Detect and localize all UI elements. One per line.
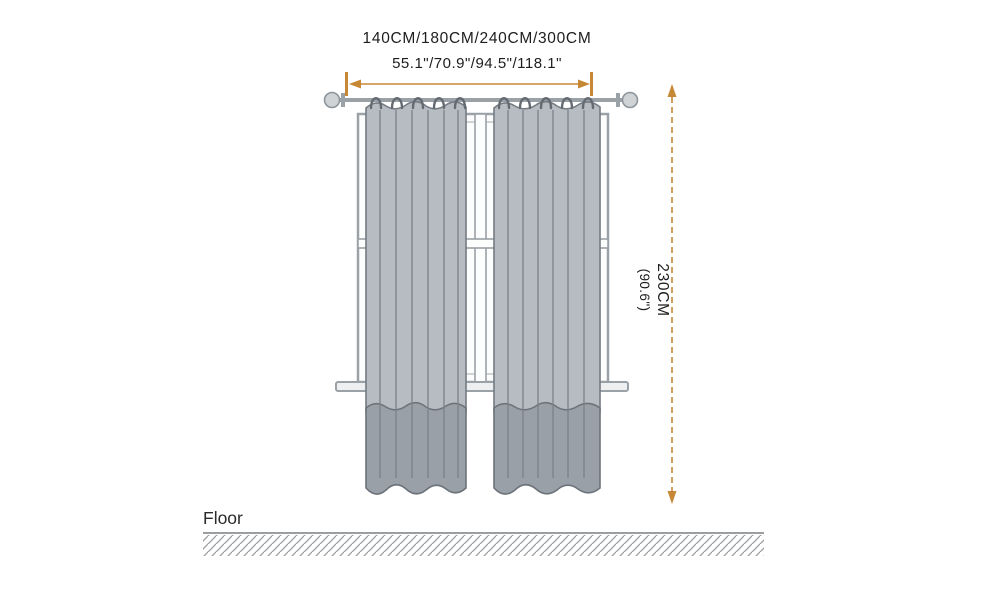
width-label-inches: 55.1"/70.9"/94.5"/118.1" — [392, 55, 562, 72]
grommet-hook-icon — [453, 97, 467, 110]
window-crossbar — [357, 238, 609, 249]
height-arrow-bottom-icon — [667, 491, 677, 504]
width-dimension: 140CM/180CM/240CM/300CM 55.1"/70.9"/94.5… — [345, 30, 593, 96]
left-curtain-panel — [365, 97, 467, 495]
width-arrow-right-icon — [578, 79, 590, 89]
height-label-inches: (90.6") — [637, 269, 652, 312]
width-tick-left — [345, 72, 348, 96]
curtain-rod — [323, 91, 639, 109]
curtain-body — [365, 100, 467, 413]
grommet-hook-icon — [539, 97, 553, 110]
height-label-group: 230CM (90.6") — [637, 263, 671, 316]
grommet-hook-icon — [369, 97, 383, 110]
curtain-grommet-hooks — [497, 97, 595, 110]
grommet-hook-icon — [560, 97, 574, 110]
right-curtain-panel — [493, 97, 601, 495]
rod-cap-left — [341, 93, 345, 107]
grommet-hook-icon — [581, 97, 595, 110]
grommet-hook-icon — [432, 97, 446, 110]
height-label-cm: 230CM — [654, 263, 671, 316]
grommet-hook-icon — [497, 97, 511, 110]
height-dimension: 230CM (90.6") — [637, 84, 677, 504]
width-arrow-left-icon — [349, 79, 361, 89]
floor: Floor — [203, 508, 764, 556]
floor-hatching — [203, 535, 764, 556]
rod-cap-right — [616, 93, 620, 107]
height-arrow-top-icon — [667, 84, 677, 97]
rod-finial-left — [323, 91, 341, 109]
grommet-hook-icon — [411, 97, 425, 110]
width-tick-right — [590, 72, 593, 96]
curtain-fold-lines — [507, 110, 585, 478]
curtain-bottom-band — [365, 401, 467, 495]
curtain-fold-lines — [379, 110, 459, 478]
floor-label: Floor — [203, 508, 243, 528]
grommet-hook-icon — [518, 97, 532, 110]
grommet-hook-icon — [390, 97, 404, 110]
width-label-cm: 140CM/180CM/240CM/300CM — [363, 30, 592, 47]
curtain-grommet-hooks — [369, 97, 467, 110]
rod-finial-right — [621, 91, 639, 109]
curtain-bottom-band — [493, 401, 601, 495]
